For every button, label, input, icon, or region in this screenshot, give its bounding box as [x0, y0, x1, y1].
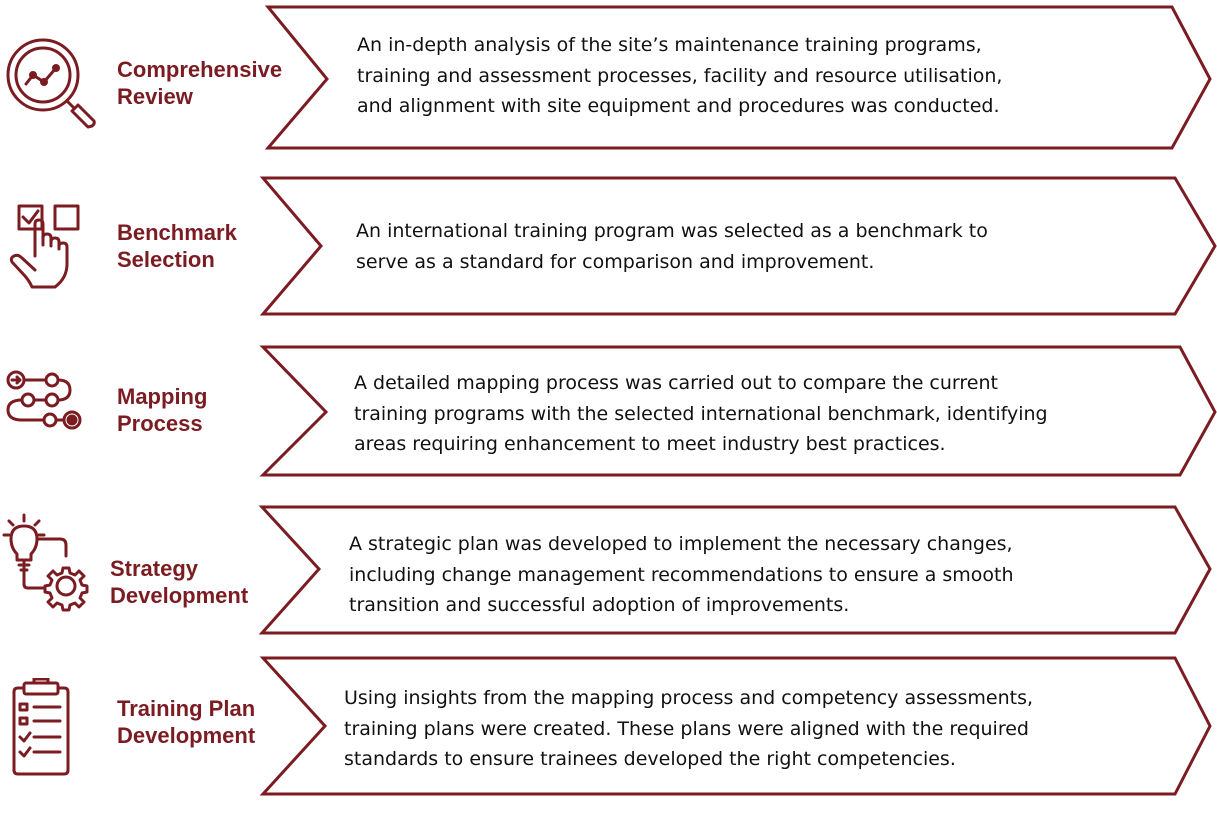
- title-line: Development: [110, 583, 249, 608]
- description-line: serve as a standard for comparison and i…: [356, 250, 875, 273]
- step-benchmark-selection: Benchmark Selection An international tra…: [0, 160, 1217, 320]
- title-line: Development: [117, 723, 256, 748]
- title-line: Mapping: [117, 384, 208, 409]
- description-line: A detailed mapping process was carried o…: [354, 372, 998, 394]
- title-line: Selection: [117, 247, 215, 272]
- description-line: A strategic plan was developed to implem…: [349, 533, 1013, 555]
- description-line: training programs with the selected inte…: [354, 402, 1048, 425]
- description-line: Using insights from the mapping process …: [344, 687, 1034, 709]
- lightbulb-gear-icon: [0, 512, 100, 612]
- step-description: A detailed mapping process was carried o…: [354, 368, 1048, 460]
- step-title: Strategy Development: [110, 555, 248, 609]
- step-title: Training Plan Development: [117, 695, 255, 749]
- step-comprehensive-review: Comprehensive Review An in-depth analysi…: [0, 0, 1217, 160]
- title-line: Strategy: [110, 556, 199, 581]
- magnifier-chart-icon: [0, 32, 100, 132]
- description-line: training and assessment processes, facil…: [357, 64, 1003, 87]
- step-mapping-process: Mapping Process A detailed mapping proce…: [0, 320, 1217, 480]
- title-line: Benchmark: [117, 220, 237, 245]
- step-title: Mapping Process: [117, 383, 207, 437]
- chevron-shape: [259, 176, 1217, 316]
- chevron-shape: [259, 656, 1212, 796]
- step-title: Comprehensive Review: [117, 56, 282, 110]
- checkbox-hand-icon: [0, 198, 100, 298]
- step-description: A strategic plan was developed to implem…: [349, 529, 1014, 621]
- title-line: Training Plan: [117, 696, 256, 721]
- chevron-shape: [259, 345, 1217, 477]
- description-line: training plans were created. These plans…: [344, 717, 1029, 740]
- step-description: Using insights from the mapping process …: [344, 683, 1033, 775]
- step-description: An in-depth analysis of the site’s maint…: [357, 30, 1002, 122]
- process-map-icon: [0, 363, 100, 463]
- title-line: Process: [117, 411, 203, 436]
- description-line: including change management recommendati…: [349, 563, 1014, 586]
- chevron-shape: [264, 5, 1212, 150]
- step-title: Benchmark Selection: [117, 219, 237, 273]
- title-line: Review: [117, 84, 193, 109]
- chevron-shape: [258, 505, 1212, 635]
- step-strategy-development: Strategy Development A strategic plan wa…: [0, 480, 1217, 640]
- clipboard-checklist-icon: [0, 678, 100, 778]
- description-line: areas requiring enhancement to meet indu…: [354, 433, 946, 455]
- description-line: An in-depth analysis of the site’s maint…: [357, 34, 982, 56]
- description-line: and alignment with site equipment and pr…: [357, 95, 1000, 117]
- step-description: An international training program was se…: [356, 216, 988, 277]
- description-line: transition and successful adoption of im…: [349, 594, 850, 616]
- description-line: standards to ensure trainees developed t…: [344, 748, 956, 770]
- title-line: Comprehensive: [117, 57, 283, 82]
- description-line: An international training program was se…: [356, 220, 988, 242]
- step-training-plan-development: Training Plan Development Using insights…: [0, 640, 1217, 822]
